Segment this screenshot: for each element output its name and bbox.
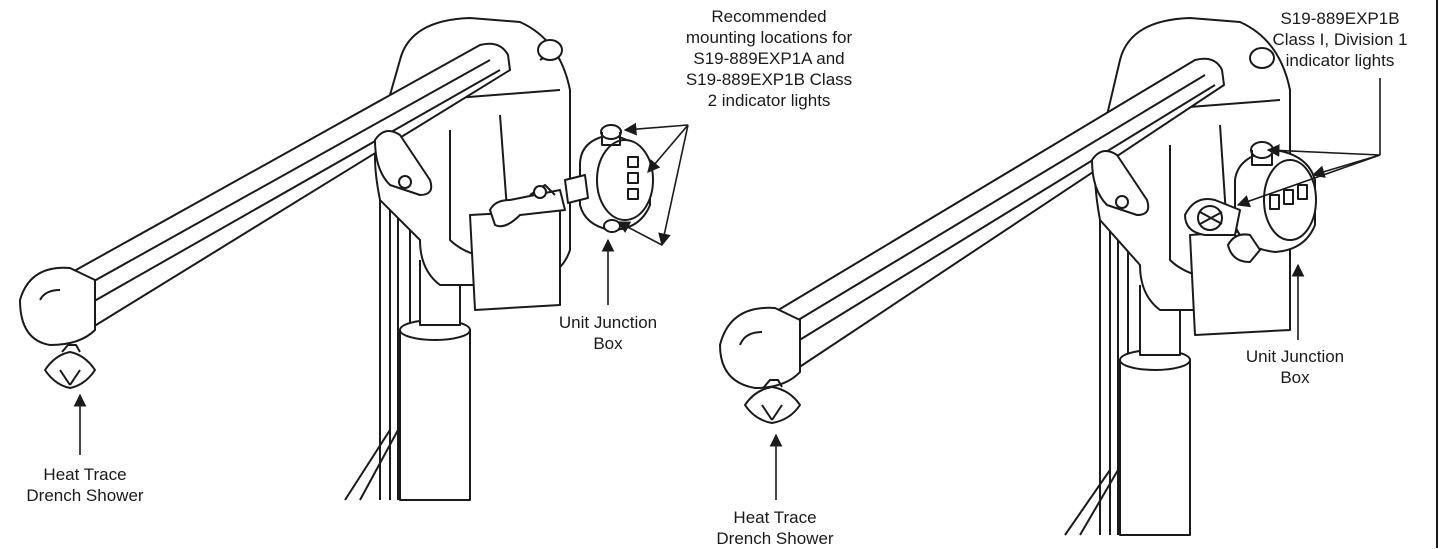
left-heat-trace-shower-label: Heat Trace Drench Shower <box>26 465 144 505</box>
right-shower-head <box>744 386 801 424</box>
left-elbow-pipe <box>489 189 566 228</box>
right-indicator-light-bottom <box>1227 233 1261 263</box>
left-mounting-locations-label: Recommended mounting locations for S19-8… <box>685 7 853 110</box>
right-column <box>1119 359 1191 536</box>
right-drench-shower-unit <box>719 17 1317 536</box>
right-heat-trace-shower-label: Heat Trace Drench Shower <box>716 508 834 548</box>
right-arm-end-cap <box>719 306 801 389</box>
left-column <box>399 329 471 501</box>
left-junction-box-label: Unit Junction Box <box>558 313 658 353</box>
left-shower-head <box>44 351 96 389</box>
right-callout-arrows <box>769 78 1381 500</box>
left-arm-end-cap <box>19 266 96 346</box>
left-callout-arrows <box>73 122 689 455</box>
right-junction-box-label: Unit Junction Box <box>1245 347 1345 387</box>
right-panel-border <box>1436 0 1438 548</box>
right-indicator-lights-label: S19-889EXP1B Class I, Division 1 indicat… <box>1272 9 1408 70</box>
left-drench-shower-unit <box>19 17 654 501</box>
left-bracket-plate <box>469 209 561 311</box>
